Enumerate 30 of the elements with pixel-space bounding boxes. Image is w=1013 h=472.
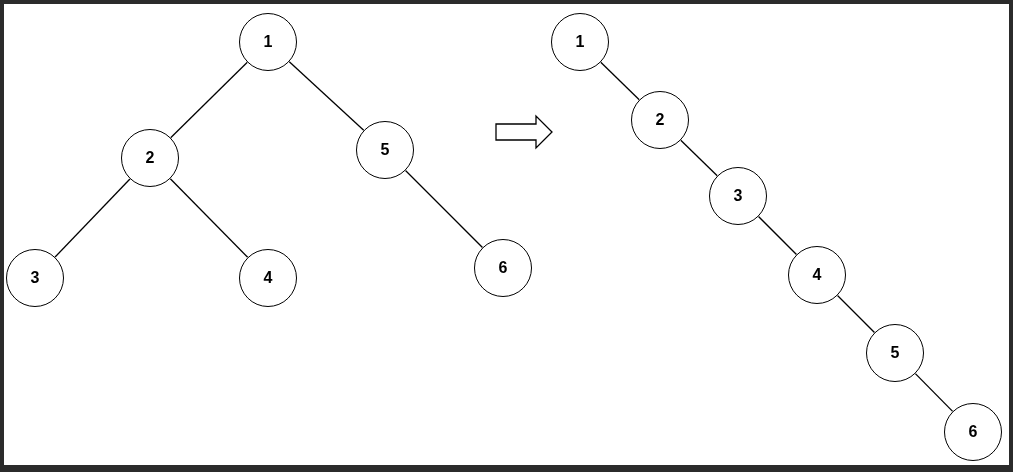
node-number: 2 [655, 111, 665, 129]
node-number: 4 [263, 269, 273, 287]
tree-node-circle [631, 91, 689, 149]
node-number: 2 [145, 149, 155, 167]
tree-node-circle [6, 249, 64, 307]
tree-edge [757, 215, 798, 256]
node-number: 5 [890, 344, 900, 362]
node-number: 6 [968, 423, 978, 441]
node-number: 1 [575, 33, 585, 51]
node-number: 3 [30, 269, 40, 287]
tree-node-circle [239, 13, 297, 71]
tree-edge [288, 61, 365, 131]
tree-node-circle [866, 324, 924, 382]
tree-edge [404, 169, 484, 249]
node-number: 4 [812, 266, 822, 284]
tree-edge [680, 139, 718, 177]
node-number: 3 [733, 187, 743, 205]
node-number: 5 [380, 141, 390, 159]
tree-edge [914, 373, 954, 412]
node-number: 1 [263, 33, 273, 51]
tree-node-circle [121, 129, 179, 187]
tree-node-circle [709, 167, 767, 225]
tree-edge [170, 61, 248, 139]
tree-node-circle [788, 246, 846, 304]
tree-node-circle [356, 121, 414, 179]
tree-edge [836, 294, 876, 334]
node-number: 6 [498, 259, 508, 277]
tree-edge [169, 178, 249, 258]
tree-edge [54, 178, 131, 258]
tree-edge [600, 61, 640, 101]
